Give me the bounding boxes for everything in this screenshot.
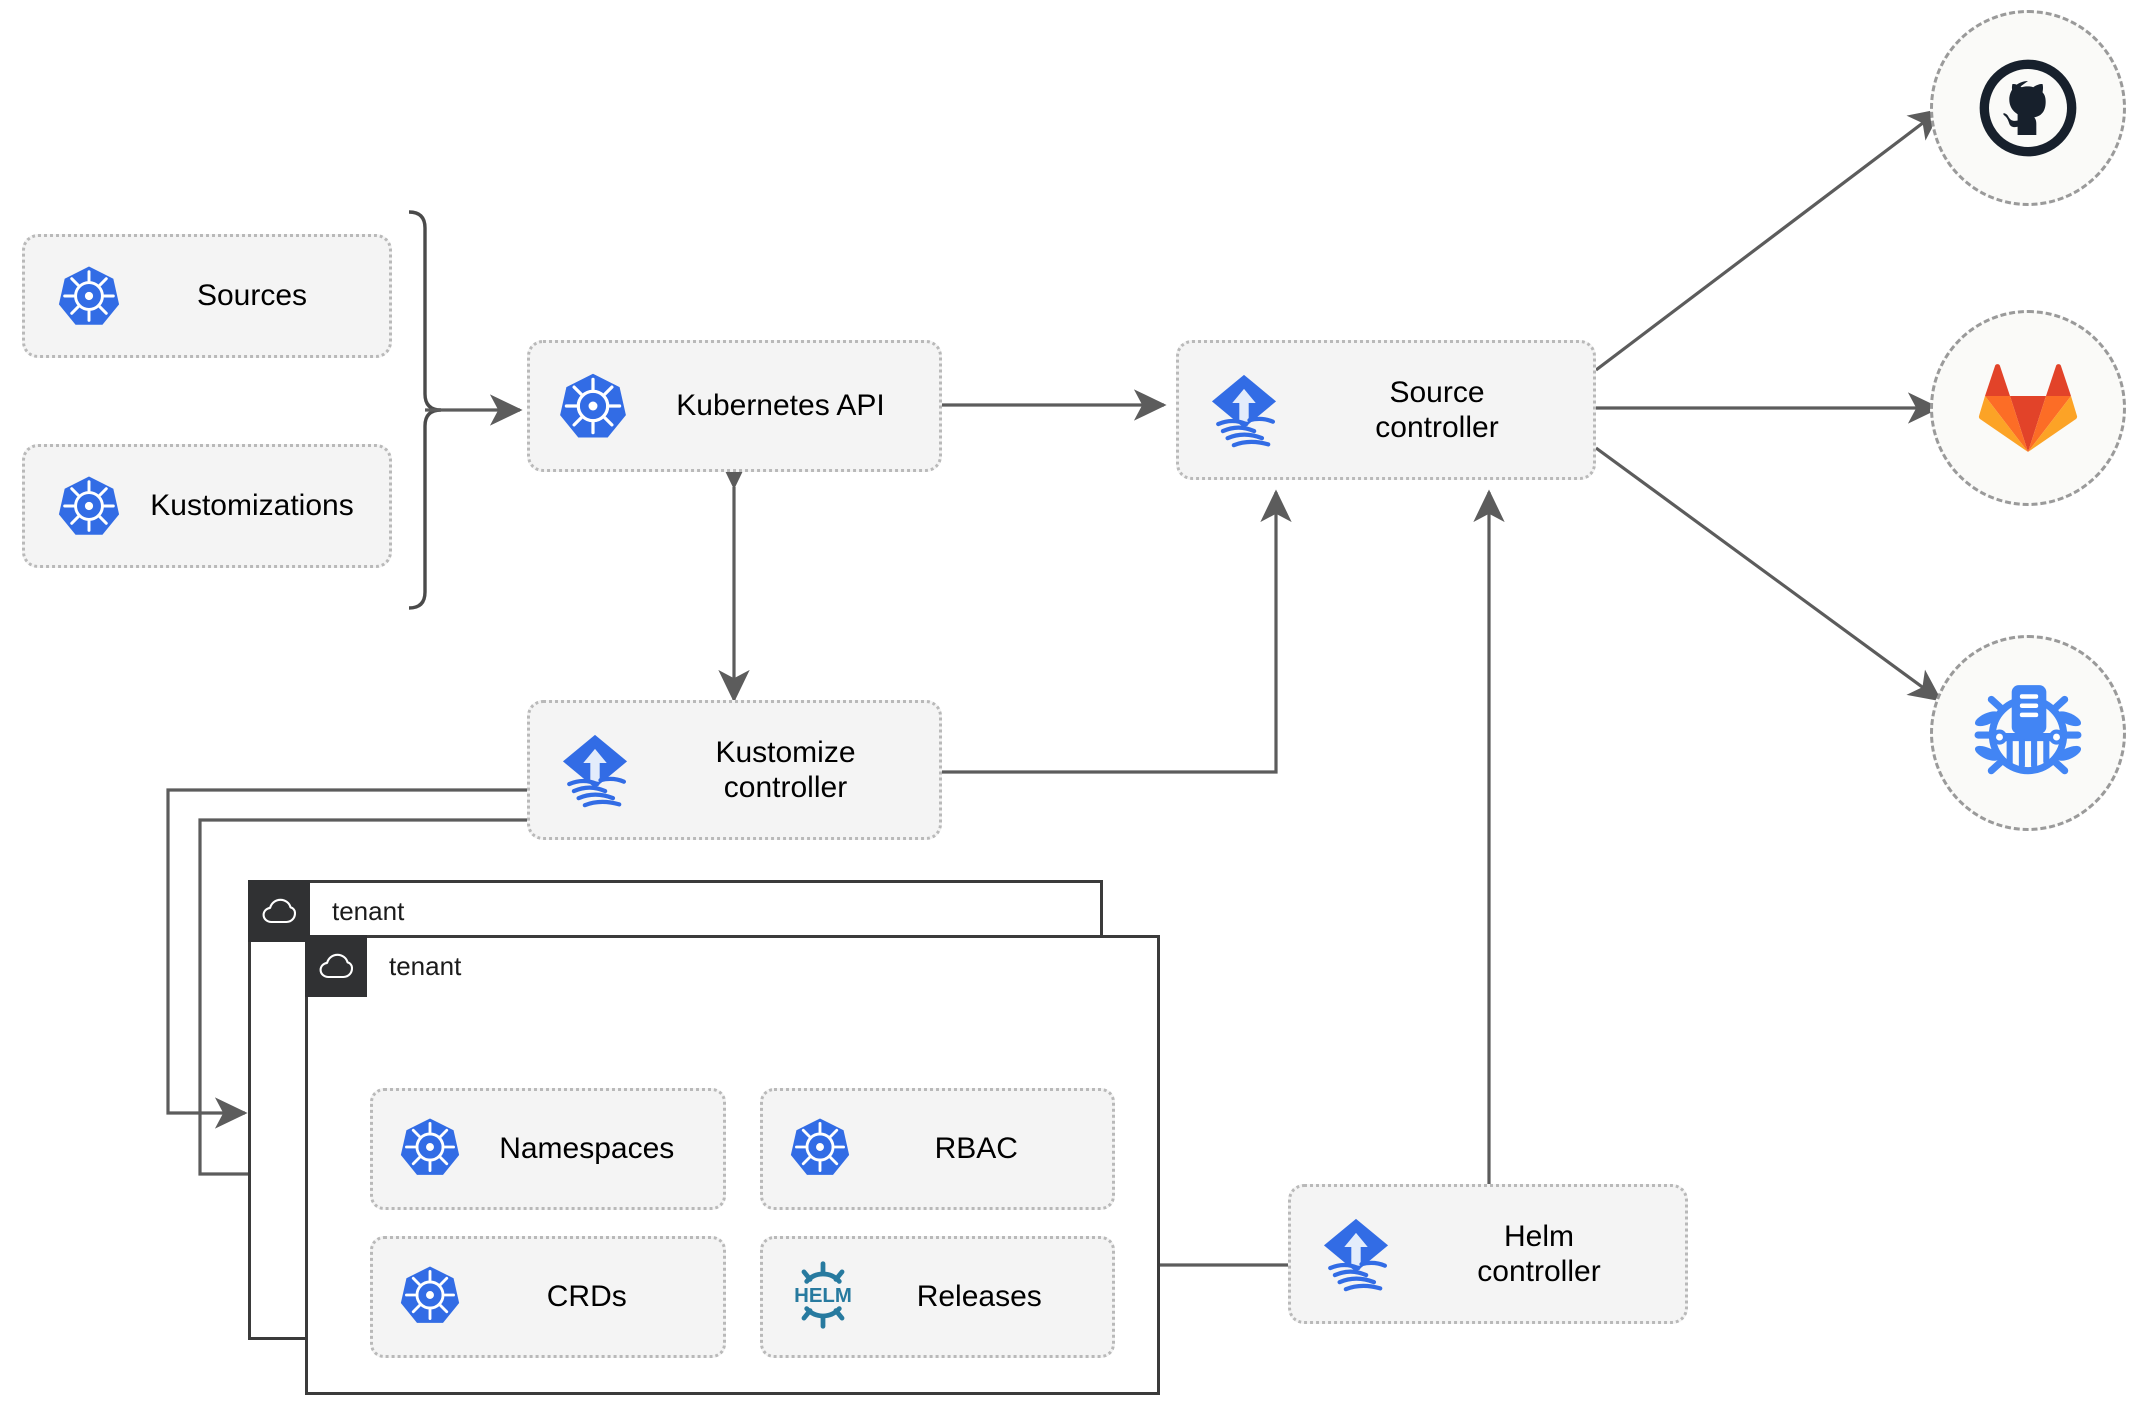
tenant-header: tenant (305, 935, 461, 997)
tenant-resource-label: RBAC (934, 1132, 1018, 1165)
helm-icon: HELM (763, 1260, 857, 1334)
wire-source-to-github (1595, 108, 1943, 372)
tenant-resource-releases[interactable]: HELM Releases (759, 1236, 1115, 1358)
kubernetes-icon (763, 1116, 851, 1183)
tenant-resource-label: CRDs (546, 1280, 627, 1313)
controller-label: Kubernetes API (676, 389, 885, 423)
kubernetes-icon (373, 1116, 461, 1183)
tenant-resource-rbac[interactable]: RBAC (759, 1088, 1115, 1210)
tenant-resource-crds[interactable]: CRDs (370, 1236, 726, 1358)
tenant-label: tenant (389, 950, 462, 981)
kubernetes-icon (25, 264, 121, 328)
flux-icon (1291, 1211, 1399, 1297)
resource-label: Sources (196, 279, 308, 313)
resource-node-kustomizations[interactable]: Kustomizations (22, 444, 392, 568)
controller-node-source[interactable]: Source controller (1176, 340, 1596, 480)
cloud-icon (248, 880, 310, 942)
provider-circle-gitlab[interactable] (1930, 310, 2126, 506)
helm-wordmark: HELM (794, 1284, 852, 1306)
tenant-resource-grid: Namespaces (370, 1088, 1115, 1358)
controller-node-helm[interactable]: Helm controller (1288, 1184, 1688, 1324)
resource-label: Kustomizations (150, 489, 354, 523)
flux-icon (1179, 367, 1287, 453)
tenant-resource-label: Namespaces (499, 1132, 675, 1165)
kubernetes-icon (373, 1264, 461, 1331)
kubernetes-icon (530, 371, 628, 441)
controller-node-kustomize[interactable]: Kustomize controller (527, 700, 942, 840)
tenant-window-front: tenant (305, 935, 1160, 1395)
harbor-icon (1974, 685, 2082, 775)
cloud-icon (305, 935, 367, 997)
controller-label: Helm controller (1477, 1219, 1601, 1288)
kubernetes-icon (25, 474, 121, 538)
controller-label: Source controller (1375, 375, 1499, 444)
provider-circle-github[interactable] (1930, 10, 2126, 206)
wire-resources-brace (408, 210, 442, 610)
tenant-resource-namespaces[interactable]: Namespaces (370, 1088, 726, 1210)
gitlab-icon (1978, 364, 2078, 452)
wire-source-to-harbor (1595, 446, 1943, 702)
github-icon (1979, 59, 2077, 157)
cloud-glyph (319, 953, 353, 979)
controller-label: Kustomize controller (715, 735, 856, 804)
flux-icon (530, 727, 638, 813)
tenant-resource-label: Releases (916, 1280, 1042, 1313)
provider-circle-harbor[interactable] (1930, 635, 2126, 831)
tenant-header: tenant (248, 880, 404, 942)
wire-kustomize-to-source (942, 489, 1292, 774)
cloud-glyph (262, 898, 296, 924)
resource-node-sources[interactable]: Sources (22, 234, 392, 358)
controller-node-kubernetes-api[interactable]: Kubernetes API (527, 340, 942, 472)
tenant-label: tenant (332, 895, 405, 926)
